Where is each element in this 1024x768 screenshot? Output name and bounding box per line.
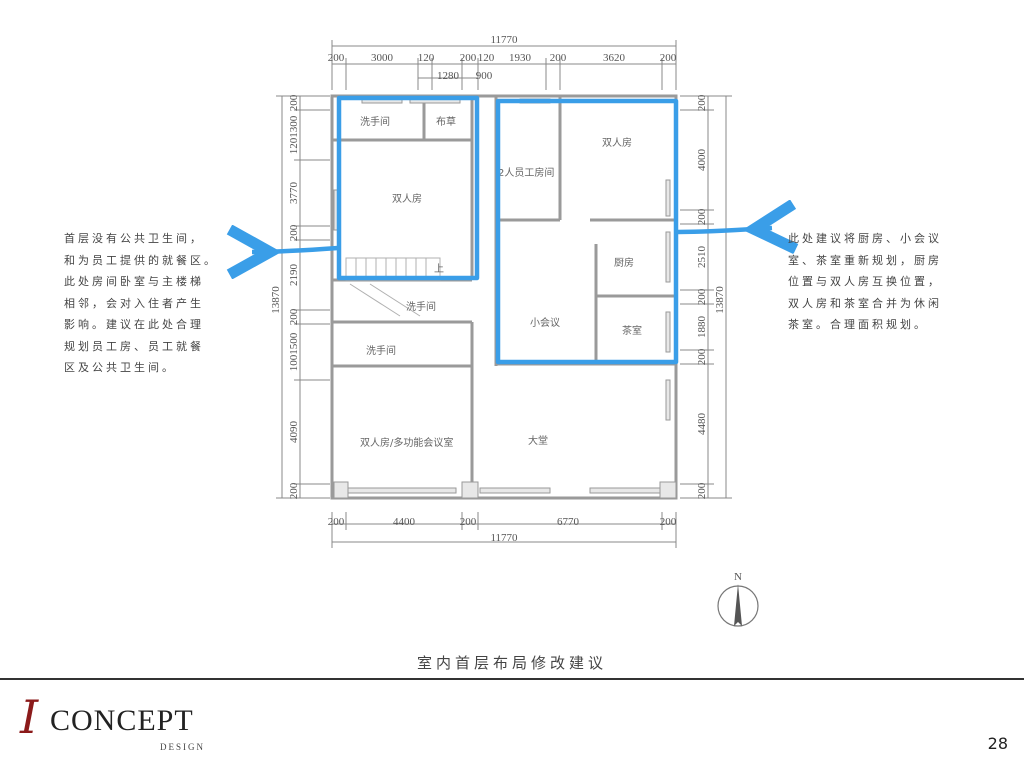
left-dim-9: 200: [288, 482, 300, 499]
brand-logo: I CONCEPT DESIGN: [20, 690, 240, 756]
right-dim-5: 200: [696, 288, 708, 305]
top-sub-dim-1: 1280: [437, 70, 460, 82]
page-number: 28: [987, 734, 1008, 753]
room-lobby: 大堂: [528, 434, 548, 447]
left-dim-1: 200: [288, 94, 300, 111]
bottom-dim-2: 4400: [393, 516, 416, 528]
highlight-marks: [252, 95, 772, 365]
top-dim-5: 120: [478, 52, 495, 64]
note-left: 首层没有公共卫生间， 和为员工提供的就餐区。 此处房间卧室与主楼梯 相邻，会对入…: [64, 232, 218, 374]
note-right: 此处建议将厨房、小会议 室、茶室重新规划，厨房 位置与双人房互换位置， 双人房和…: [788, 232, 942, 331]
left-dim-2: 1201300: [288, 115, 300, 154]
bottom-dimensions: 200 4400 200 6770 200 11770: [328, 512, 677, 548]
top-dim-3: 120: [418, 52, 435, 64]
arrow-right: [677, 228, 772, 232]
right-dim-7: 200: [696, 348, 708, 365]
stair-up-label: 上: [434, 263, 444, 275]
room-double-multi: 双人房/多功能会议室: [360, 436, 453, 449]
right-dim-3: 200: [696, 208, 708, 225]
room-double-2: 双人房: [602, 136, 632, 149]
room-labels: 洗手间 布草 双人房 2人员工房间 双人房 厨房 上 洗手间 小会议 茶室 洗手…: [360, 115, 642, 449]
top-dim-4: 200: [460, 52, 477, 64]
top-dim-1: 200: [328, 52, 345, 64]
left-dim-6: 200: [288, 308, 300, 325]
right-dim-4: 2510: [696, 246, 708, 269]
page-caption: 室内首层布局修改建议: [416, 654, 607, 672]
highlight-right-zone: [495, 98, 679, 365]
room-tea: 茶室: [622, 324, 642, 337]
right-dimensions: 200 4000 200 2510 200 1880 200 4480 200 …: [680, 94, 732, 499]
top-dim-7: 200: [550, 52, 567, 64]
top-dim-6: 1930: [509, 52, 532, 64]
room-double-1: 双人房: [392, 192, 422, 205]
top-dimensions: 11770 200 3000 120 200 120 1930 200 3620…: [328, 34, 677, 90]
top-dim-9: 200: [660, 52, 677, 64]
logo-subtitle: DESIGN: [160, 742, 205, 752]
footer-divider: [0, 678, 1024, 680]
highlight-left-zone: [336, 95, 480, 281]
arrow-left: [252, 248, 339, 252]
bottom-dim-4: 6770: [557, 516, 580, 528]
bottom-dim-5: 200: [660, 516, 677, 528]
room-washroom-1: 洗手间: [360, 115, 390, 128]
left-dim-4: 200: [288, 224, 300, 241]
left-total-dim: 13870: [270, 286, 282, 314]
left-dimensions: 13870 200 1201300 3770 200 2190 200 1001…: [270, 94, 330, 499]
right-total-dim: 13870: [714, 286, 726, 314]
right-dim-6: 1880: [696, 316, 708, 339]
right-dim-8: 4480: [696, 413, 708, 436]
room-staff: 2人员工房间: [498, 166, 554, 179]
top-sub-dim-2: 900: [476, 70, 493, 82]
bottom-total-dim: 11770: [490, 532, 518, 544]
bottom-dim-3: 200: [460, 516, 477, 528]
top-dim-2: 3000: [371, 52, 394, 64]
right-dim-1: 200: [696, 94, 708, 111]
top-total-dim: 11770: [490, 34, 518, 46]
logo-wordmark: CONCEPT: [50, 704, 194, 737]
room-linen: 布草: [436, 116, 456, 128]
logo-initial: I: [20, 690, 39, 744]
room-kitchen: 厨房: [614, 256, 634, 269]
room-washroom-3: 洗手间: [366, 344, 396, 357]
left-dim-5: 2190: [288, 264, 300, 287]
room-washroom-2: 洗手间: [406, 300, 436, 313]
left-dim-7: 1001500: [288, 332, 300, 371]
left-dim-8: 4090: [288, 421, 300, 444]
right-dim-2: 4000: [696, 149, 708, 172]
right-dim-9: 200: [696, 482, 708, 499]
bottom-dim-1: 200: [328, 516, 345, 528]
compass-icon: N: [717, 571, 759, 627]
compass-north-label: N: [734, 571, 742, 583]
room-meeting: 小会议: [530, 316, 560, 329]
left-dim-3: 3770: [288, 182, 300, 205]
top-dim-8: 3620: [603, 52, 626, 64]
